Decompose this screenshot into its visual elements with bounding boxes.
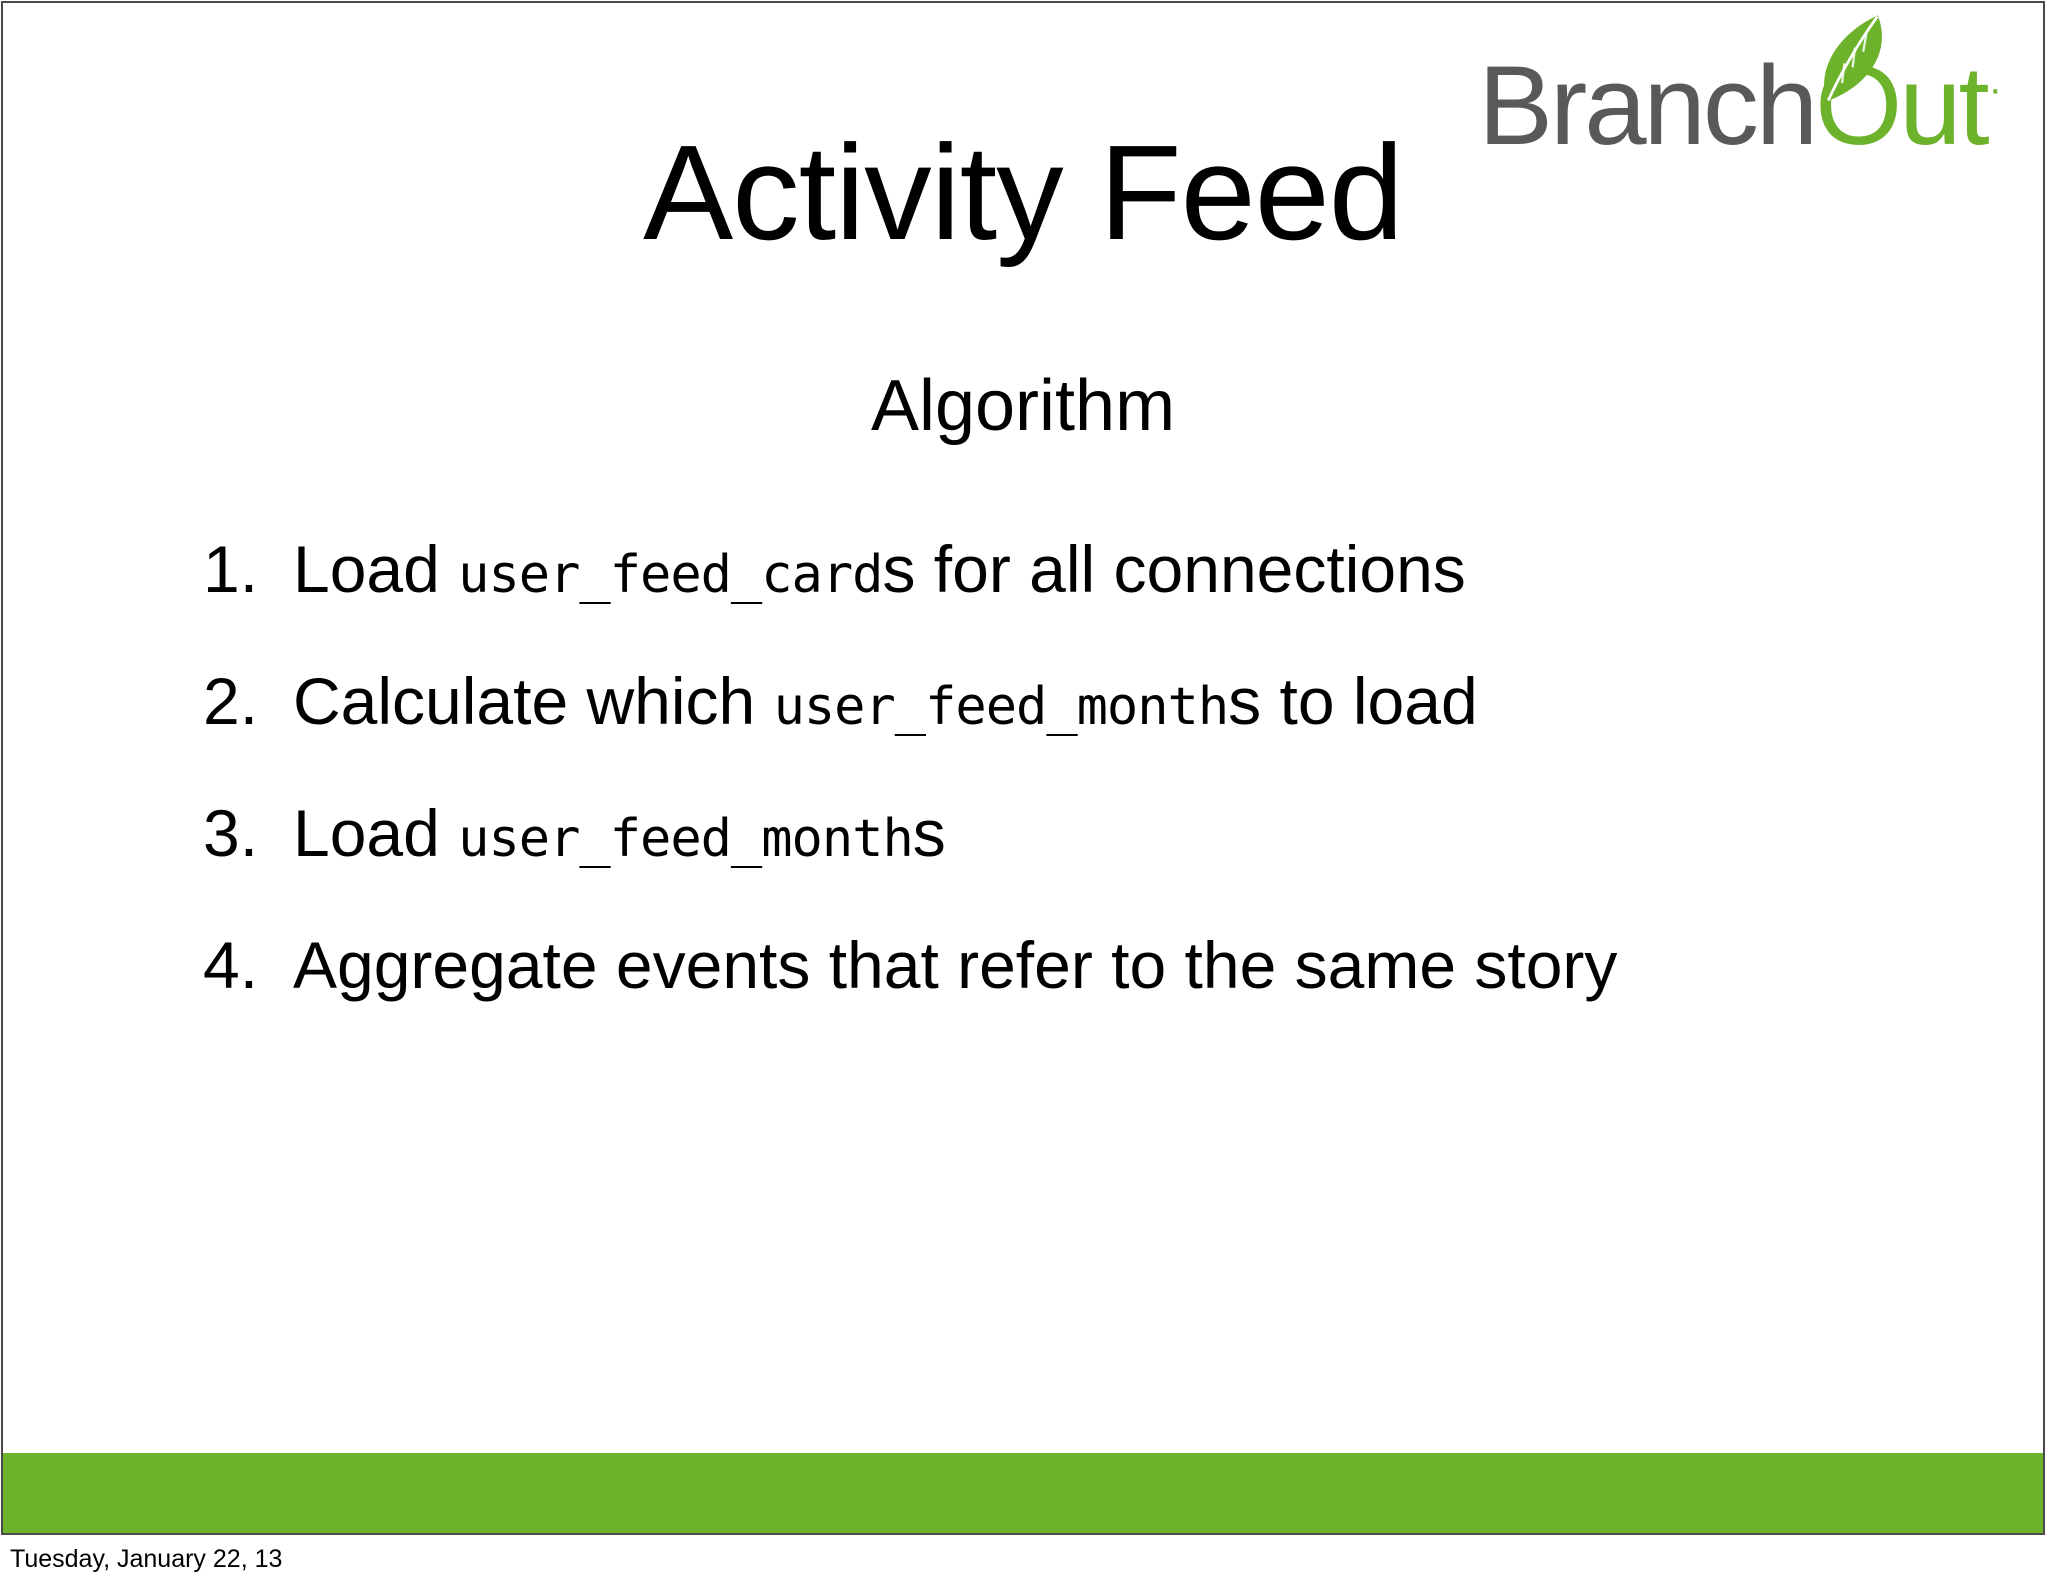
- list-item-number: 4.: [203, 928, 259, 1002]
- footer-accent-bar: [3, 1453, 2043, 1533]
- page-title: Activity Feed: [643, 117, 1404, 268]
- step-text-segment: s to load: [1228, 664, 1478, 738]
- step-code-segment: user_feed_month: [773, 677, 1230, 737]
- step-text-segment: Load: [293, 796, 459, 870]
- step-code-segment: user_feed_card: [458, 545, 883, 605]
- list-item-text: Load user_feed_cards for all connections: [293, 521, 1466, 623]
- slide: BranchOut· Activity Feed Algorithm 1. Loa…: [1, 1, 2045, 1535]
- logo-trademark-dot: ·: [1988, 67, 2002, 111]
- step-text-segment: Aggregate events that refer to the same …: [293, 928, 1618, 1002]
- step-text-segment: s: [912, 796, 946, 870]
- list-item: 1. Load user_feed_cards for all connectio…: [203, 521, 1923, 623]
- list-item: 4. Aggregate events that refer to the sam…: [203, 917, 1923, 1017]
- page-subtitle: Algorithm: [870, 366, 1176, 446]
- list-item-number: 1.: [203, 532, 259, 606]
- algorithm-step-list: 1. Load user_feed_cards for all connectio…: [203, 521, 1923, 1047]
- list-item-text: Calculate which user_feed_months to load: [293, 653, 1478, 755]
- list-item: 2. Calculate which user_feed_months to lo…: [203, 653, 1923, 755]
- logo-branch-text: Branch: [1478, 43, 1818, 168]
- step-text-segment: Calculate which: [293, 664, 774, 738]
- list-item-number: 3.: [203, 796, 259, 870]
- step-code-segment: user_feed_month: [458, 809, 914, 869]
- list-item: 3. Load user_feed_months: [203, 785, 1923, 887]
- list-item-number: 2.: [203, 664, 259, 738]
- branchout-logo: BranchOut·: [1478, 15, 2002, 166]
- step-text-segment: s for all connections: [882, 532, 1466, 606]
- step-text-segment: Load: [293, 532, 459, 606]
- list-item-text: Aggregate events that refer to the same …: [293, 917, 1617, 1013]
- leaf-icon: [1824, 15, 1882, 102]
- slide-date-caption: Tuesday, January 22, 13: [10, 1545, 283, 1573]
- list-item-text: Load user_feed_months: [293, 785, 946, 887]
